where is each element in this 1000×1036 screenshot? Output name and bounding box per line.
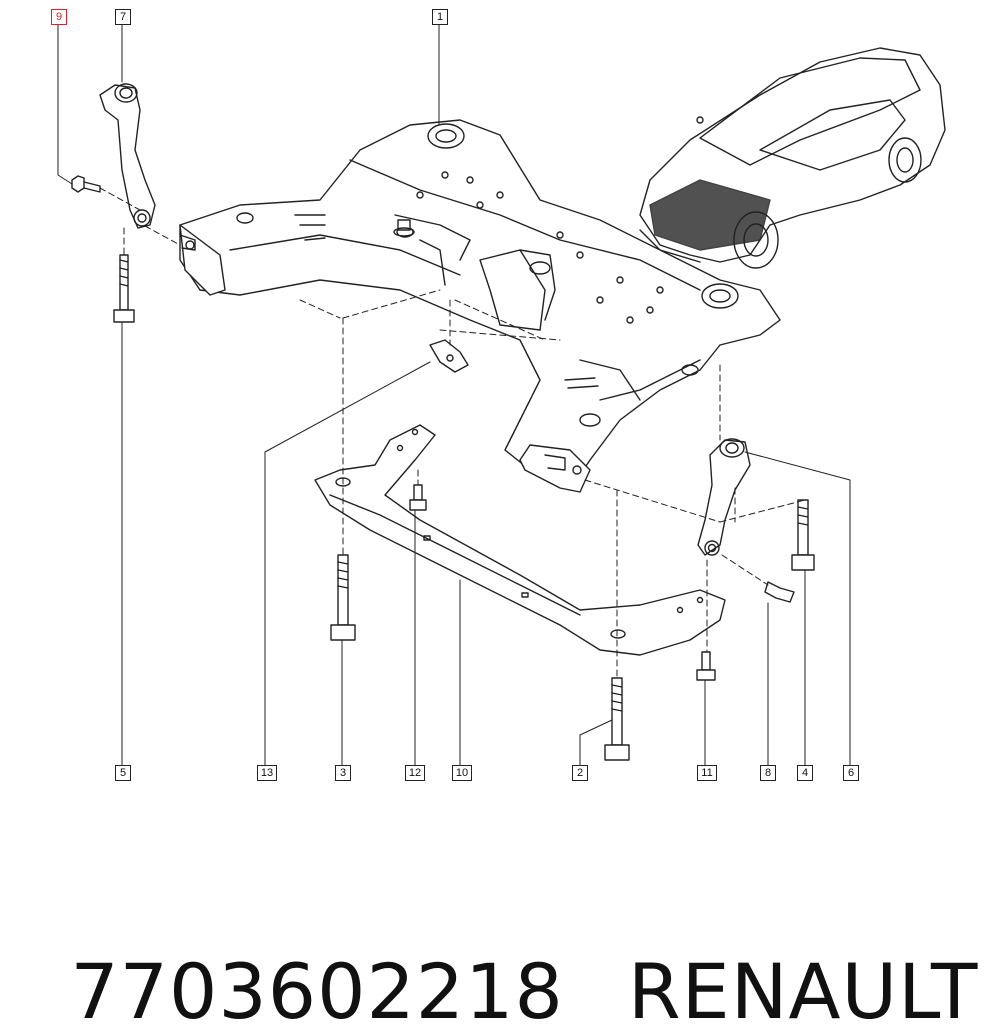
bolt-8	[764, 581, 795, 603]
bolt-4	[791, 499, 815, 571]
link-arm-left	[99, 83, 156, 229]
small-bracket	[429, 339, 469, 373]
callout-11: 11	[697, 765, 717, 781]
bolt-5	[113, 254, 135, 323]
link-arm-right	[697, 438, 751, 556]
brand-name: RENAULT	[627, 947, 979, 1036]
bolt-9	[71, 175, 101, 193]
car-illustration	[639, 47, 946, 269]
part-caption: 7703602218 RENAULT	[20, 858, 978, 1036]
callout-7: 7	[115, 9, 131, 25]
subframe-crossmember	[179, 119, 781, 493]
stud-upper	[393, 219, 415, 237]
reinforcement-bar	[314, 424, 726, 656]
bolt-11	[696, 651, 716, 681]
assembly-dashed-lines	[99, 187, 806, 679]
callout-5: 5	[115, 765, 131, 781]
callout-2: 2	[572, 765, 588, 781]
callout-3: 3	[335, 765, 351, 781]
callout-10: 10	[452, 765, 472, 781]
bolt-2	[604, 677, 630, 761]
callout-9: 9	[51, 9, 67, 25]
bolt-12	[409, 484, 427, 511]
callout-12: 12	[405, 765, 425, 781]
leader-lines	[57, 23, 851, 766]
exploded-parts-diagram	[57, 23, 946, 766]
part-number: 7703602218	[70, 947, 564, 1036]
bolt-3	[330, 554, 356, 641]
callout-1: 1	[432, 9, 448, 25]
callout-8: 8	[760, 765, 776, 781]
callout-13: 13	[257, 765, 277, 781]
callout-6: 6	[843, 765, 859, 781]
callout-4: 4	[797, 765, 813, 781]
